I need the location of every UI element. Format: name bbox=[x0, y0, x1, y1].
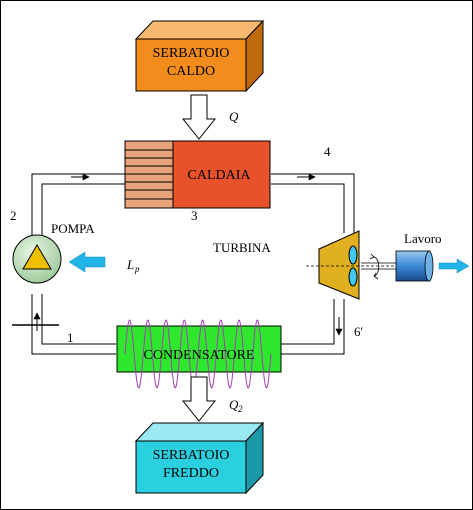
condenser-label: CONDENSATORE bbox=[144, 348, 255, 363]
heat-output-symbol: Q bbox=[229, 397, 239, 412]
state-point-1: 1 bbox=[67, 330, 74, 345]
heat-input-symbol: Q bbox=[229, 109, 239, 124]
condenser bbox=[116, 319, 282, 389]
cold-reservoir-label-line1: SERBATOIO bbox=[153, 448, 230, 463]
cooling-coil-wave bbox=[124, 319, 272, 389]
pump-work-arrow bbox=[68, 251, 106, 273]
state-point-6: 6' bbox=[354, 324, 363, 339]
pump-work-subscript: p bbox=[134, 264, 140, 274]
pump-triangle-icon bbox=[22, 244, 52, 270]
boiler bbox=[124, 140, 271, 209]
heat-input-arrow bbox=[181, 94, 217, 140]
work-output-arrow bbox=[438, 258, 470, 274]
boiler-label: CALDAIA bbox=[188, 168, 252, 183]
cold-reservoir bbox=[134, 421, 265, 495]
pump bbox=[12, 234, 62, 284]
cold-reservoir-label-line2: FREDDO bbox=[163, 466, 219, 481]
pump-work-symbol: L bbox=[126, 257, 134, 272]
state-point-3: 3 bbox=[191, 208, 198, 223]
shaft-rotation-icon bbox=[361, 253, 396, 280]
state-point-2: 2 bbox=[10, 208, 17, 223]
generator bbox=[395, 250, 434, 282]
hot-reservoir bbox=[134, 19, 265, 93]
turbine-label: TURBINA bbox=[213, 240, 271, 255]
heat-output-arrow bbox=[181, 376, 217, 422]
turbine bbox=[318, 230, 360, 300]
hot-reservoir-label-line1: SERBATOIO bbox=[153, 46, 230, 61]
state-point-4: 4 bbox=[324, 144, 331, 159]
heat-output-subscript: 2 bbox=[238, 404, 243, 414]
hot-reservoir-label-line2: CALDO bbox=[167, 64, 215, 79]
pipe-loop bbox=[31, 173, 355, 355]
pump-label: POMPA bbox=[51, 221, 95, 236]
work-label: Lavoro bbox=[404, 231, 442, 246]
